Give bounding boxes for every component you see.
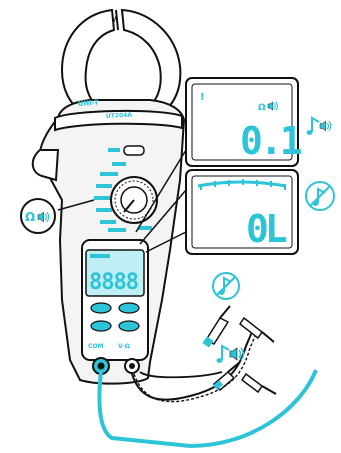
com-lead-highlight bbox=[97, 369, 318, 449]
test-lead-lower bbox=[139, 371, 223, 379]
hold-label bbox=[108, 148, 120, 152]
clamp-jaw-left bbox=[60, 8, 116, 114]
port-com-label: COM bbox=[88, 343, 104, 350]
no-beep-icon bbox=[305, 181, 335, 211]
port-vohm-label: V·Ω bbox=[118, 343, 130, 350]
beep-icon bbox=[305, 117, 332, 136]
probe-upper-right[interactable] bbox=[238, 316, 275, 343]
rotary-dial[interactable] bbox=[110, 176, 158, 224]
ohm-icon: Ω bbox=[25, 210, 35, 224]
callout-bottom-reading: 0L bbox=[246, 207, 287, 251]
front-buttons bbox=[90, 302, 140, 332]
probe-upper[interactable] bbox=[202, 305, 231, 348]
button-range[interactable] bbox=[118, 302, 140, 314]
main-lcd bbox=[85, 249, 145, 297]
probe-lower-right[interactable] bbox=[240, 372, 277, 395]
clamp-jaw-right bbox=[120, 8, 182, 112]
function-labels bbox=[94, 162, 152, 232]
brand-label: UNI-T bbox=[78, 99, 100, 108]
button-light[interactable] bbox=[118, 320, 140, 332]
button-rel[interactable] bbox=[90, 320, 112, 332]
model-label: UT204A bbox=[106, 112, 133, 120]
probe-lower[interactable] bbox=[212, 361, 241, 392]
callout-top-marker: ! bbox=[200, 92, 205, 103]
ohm-icon: Ω bbox=[258, 103, 266, 113]
callout-display-top: ! Ω 0.1 bbox=[185, 77, 305, 167]
main-lcd-reading: 8888 bbox=[89, 270, 138, 295]
callout-display-bottom: 0L bbox=[185, 169, 299, 255]
hold-button[interactable] bbox=[123, 145, 145, 156]
no-beep-icon bbox=[212, 272, 240, 300]
dial-function-callout: Ω bbox=[20, 198, 56, 234]
button-select[interactable] bbox=[90, 302, 112, 314]
callout-top-reading: 0.1 bbox=[240, 119, 302, 163]
